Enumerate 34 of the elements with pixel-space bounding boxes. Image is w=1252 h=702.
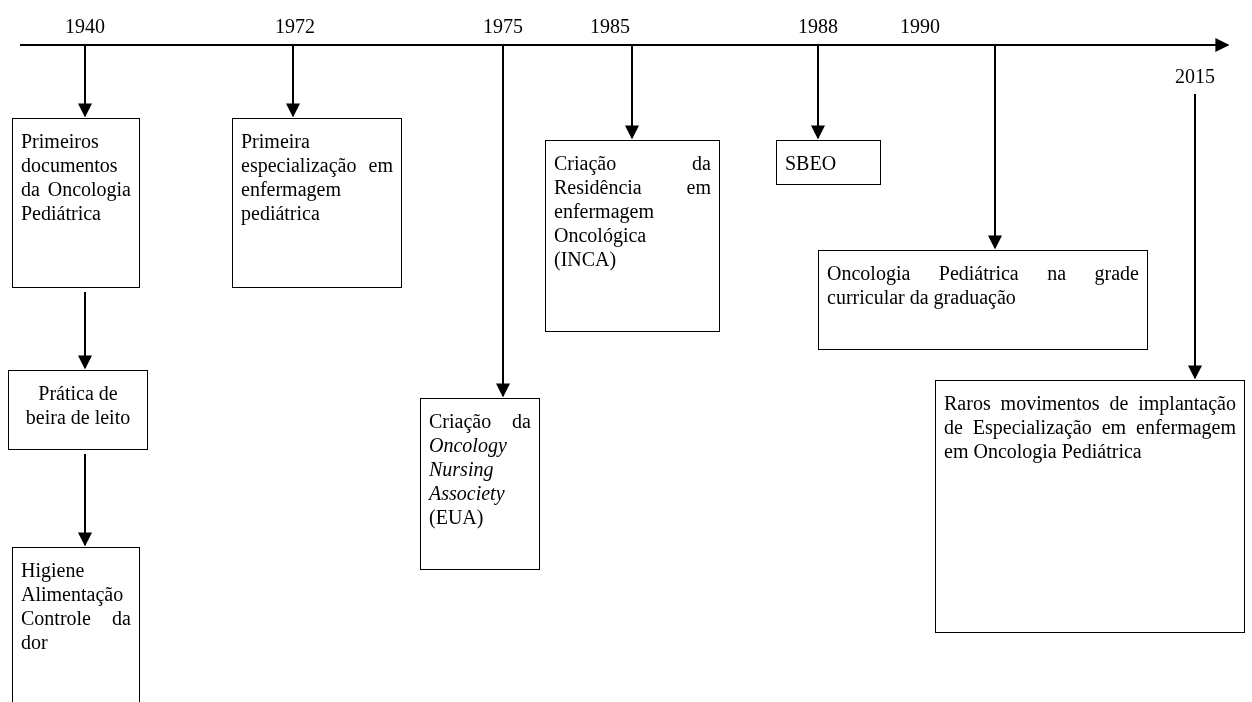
event-text: Prática de beira de leito [24,381,132,429]
event-text: Oncologia Pediátrica na grade curricular da graduação [827,261,1139,309]
event-box [232,118,402,288]
event-box [12,118,140,288]
arrow [496,43,510,398]
year-label: 1940 [64,14,106,38]
arrow [78,43,92,118]
arrow [988,43,1002,250]
event-text: SBEO [785,151,838,175]
year-label: 1972 [274,14,316,38]
event-text: Criação da Residência em enfermagem Oncológica (INCA) [554,151,711,271]
arrow [286,43,300,118]
event-text: Primeira especialização em enfermagem pediátrica [241,129,393,225]
event-box [776,140,881,185]
event-text: Criação da Oncology Nursing Associety (EUA) [429,409,531,529]
event-box [12,547,140,702]
year-label: 1990 [899,14,941,38]
arrow [1188,93,1202,380]
year-label: 2015 [1174,64,1216,88]
event-box [935,380,1245,633]
event-text: Primeiros documentos da Oncologia Pediátrica [21,129,131,225]
arrow [811,43,825,140]
year-label: 1985 [589,14,631,38]
arrow [78,453,92,547]
event-box [420,398,540,570]
event-box [818,250,1148,350]
event-box [545,140,720,332]
arrow [625,43,639,140]
event-text: Higiene Alimentação Controle da dor [21,558,131,654]
year-label: 1988 [797,14,839,38]
arrow [78,291,92,370]
event-text: Raros movimentos de implantação de Especialização em enfermagem em Oncologia Pediátrica [944,391,1236,463]
year-label: 1975 [482,14,524,38]
event-box [8,370,148,450]
